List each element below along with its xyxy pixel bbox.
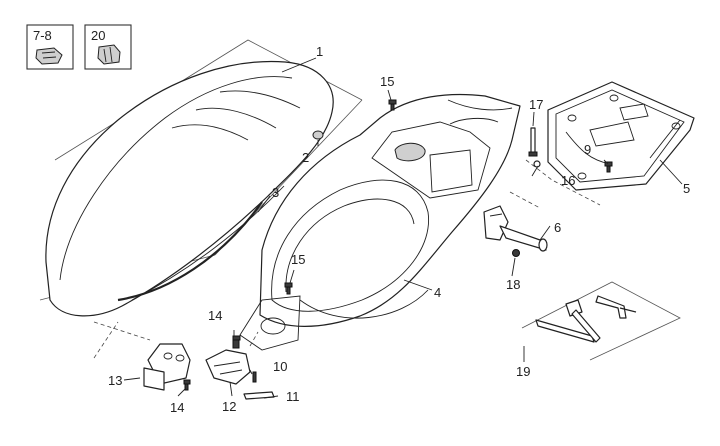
callout-4: 4: [434, 285, 441, 300]
seat-bumper: [312, 130, 324, 140]
seat-latch: [205, 335, 251, 385]
callout-leaders: [123, 57, 683, 399]
callout-18: 18: [506, 277, 520, 292]
callout-5: 5: [683, 181, 690, 196]
latch-cable: [243, 391, 275, 400]
screw-14-top: [232, 335, 241, 341]
inset-box-20: 20: [84, 24, 132, 70]
callout-15-mid: 15: [291, 252, 305, 267]
screw-17: [528, 127, 538, 157]
callout-1: 1: [316, 44, 323, 59]
callout-labels: 1 2 3 4 5 6 9 10 11 12 13 14 14 15 15 16…: [108, 44, 690, 415]
seat-cushion: [45, 60, 334, 317]
clip-nut-icon: [35, 47, 63, 65]
nut-18: [512, 249, 520, 257]
callout-12: 12: [222, 399, 236, 414]
callout-6: 6: [554, 220, 561, 235]
inset-label-20: 20: [91, 28, 105, 43]
callout-17: 17: [529, 97, 543, 112]
tool-kit: [521, 281, 681, 361]
callout-19: 19: [516, 364, 530, 379]
latch-bracket: [143, 343, 191, 391]
callout-10: 10: [273, 359, 287, 374]
callout-16: 16: [561, 173, 575, 188]
callout-11: 11: [286, 389, 300, 404]
callout-15-top: 15: [380, 74, 394, 89]
screw-15-mid: [284, 282, 293, 295]
callout-2: 2: [302, 150, 309, 165]
inset-label-7-8: 7-8: [33, 28, 52, 43]
nut-16: [533, 160, 541, 168]
seat-hinge: [483, 205, 548, 252]
seat-seal-strip: [117, 201, 263, 302]
screw-9: [604, 161, 613, 173]
inset-box-7-8: 7-8: [26, 24, 74, 70]
screw-14-bottom: [183, 379, 191, 391]
pin-10: [252, 371, 257, 383]
seat-group: [39, 39, 363, 317]
callout-9: 9: [584, 142, 591, 157]
callout-13: 13: [108, 373, 122, 388]
compartment-plate: [547, 81, 695, 191]
screw-15-top: [388, 99, 397, 111]
rubber-buffer-icon: [97, 44, 121, 65]
callout-14-top: 14: [208, 308, 222, 323]
callout-14-bottom: 14: [170, 400, 184, 415]
callout-3: 3: [272, 185, 279, 200]
helmet-compartment: [239, 93, 521, 351]
